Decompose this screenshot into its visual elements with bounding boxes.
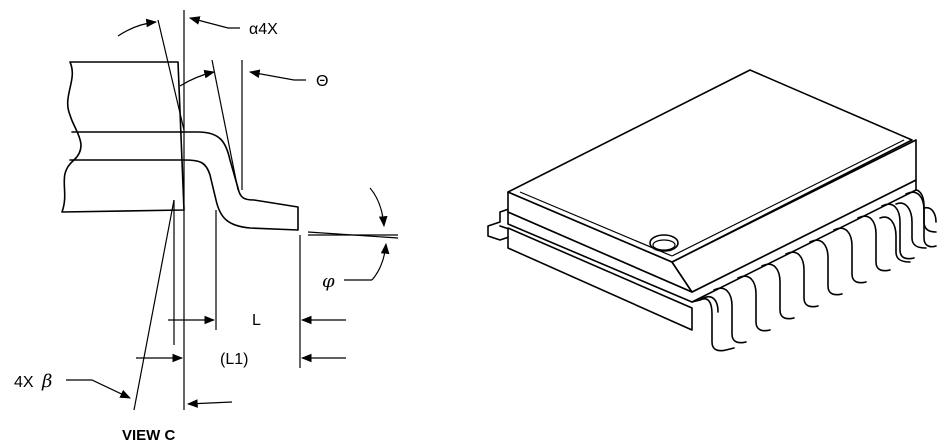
package-top	[507, 69, 913, 263]
package-body-section	[61, 61, 185, 213]
front-leads	[691, 191, 937, 352]
package-3d-view	[487, 69, 937, 352]
pin-1-dimple	[649, 234, 679, 252]
beta-prefix-label: 4X	[14, 374, 34, 391]
view-title: VIEW C	[122, 427, 176, 444]
beta-leader	[66, 379, 131, 399]
package-side-right	[671, 139, 917, 293]
package-base	[507, 227, 693, 331]
beta-label: β	[41, 371, 52, 392]
view-c-lead-profile: α4X Θ φ L (L1) 4X β VIEW C	[14, 10, 399, 444]
gull-wing-lead	[181, 131, 299, 231]
alpha-label: α4X	[249, 21, 278, 38]
theta-label: Θ	[316, 73, 328, 90]
phi-arc-lower	[371, 242, 390, 281]
L1-label: (L1)	[220, 351, 248, 368]
theta-leader	[248, 69, 306, 81]
L-label: L	[252, 312, 261, 329]
extension-line-lead-angle	[211, 59, 239, 191]
beta-bottom-arrow	[186, 399, 233, 408]
package-top-edge-front	[519, 191, 673, 257]
phi-label: φ	[322, 271, 335, 292]
alpha-arc	[117, 18, 158, 37]
phi-arc-upper	[369, 187, 388, 228]
theta-arc	[179, 69, 216, 87]
phi-reference-line-angled	[307, 231, 399, 239]
extension-line-beta-taper	[133, 199, 175, 411]
package-top-edge-right	[671, 139, 905, 257]
extension-line-body-draft	[157, 19, 185, 131]
pin-1-dimple-inner	[652, 239, 676, 251]
alpha-leader	[188, 16, 240, 29]
